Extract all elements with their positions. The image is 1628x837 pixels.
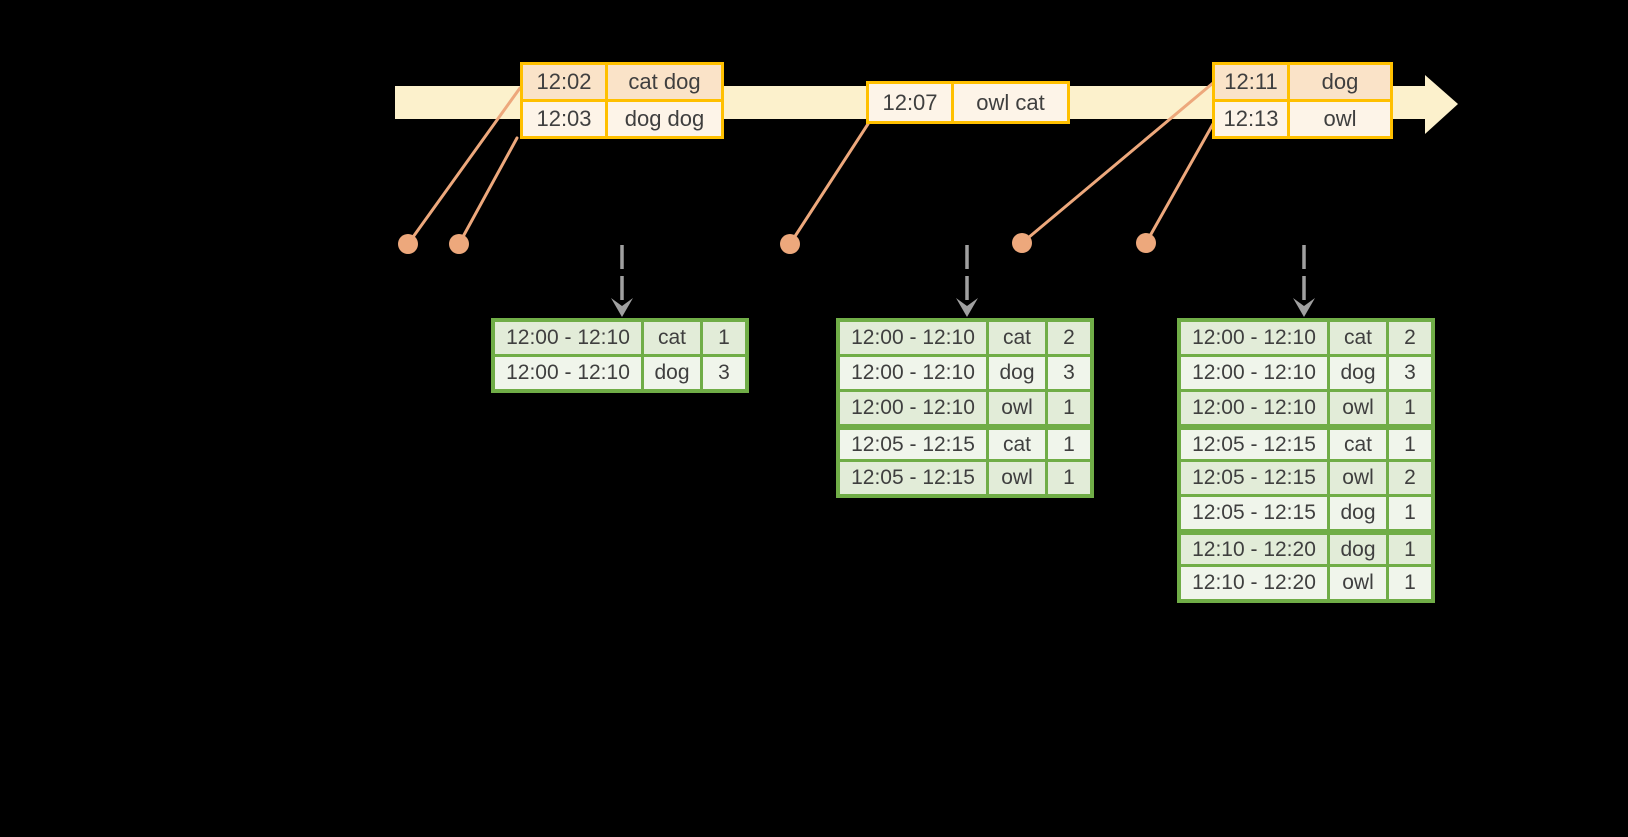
result-window-cell: 12:05 - 12:15: [1181, 462, 1327, 494]
result-count-cell: 1: [1048, 462, 1090, 494]
event-time-cell: 12:03: [523, 102, 605, 136]
event-words-cell: owl cat: [954, 84, 1067, 121]
result-word-cell: cat: [644, 322, 700, 354]
event-words-cell: owl: [1290, 102, 1390, 136]
result-window-cell: 12:05 - 12:15: [840, 462, 986, 494]
result-count-cell: 2: [1389, 322, 1431, 354]
event-marker-dot-3: [780, 234, 800, 254]
result-window-cell: 12:00 - 12:10: [1181, 392, 1327, 424]
event-time-cell: 12:02: [523, 65, 605, 99]
event-connector-line-5: [1144, 122, 1215, 245]
result-count-cell: 1: [1389, 532, 1431, 564]
result-window-cell: 12:05 - 12:15: [840, 427, 986, 459]
result-count-cell: 3: [1048, 357, 1090, 389]
result-window-cell: 12:10 - 12:20: [1181, 532, 1327, 564]
result-count-cell: 3: [1389, 357, 1431, 389]
result-word-cell: owl: [989, 462, 1045, 494]
event-connector-line-2: [457, 136, 519, 246]
result-word-cell: cat: [1330, 427, 1386, 459]
result-window-cell: 12:00 - 12:10: [495, 322, 641, 354]
result-window-cell: 12:10 - 12:20: [1181, 567, 1327, 599]
event-time-cell: 12:07: [869, 84, 951, 121]
timeline-arrowhead-icon: [1425, 75, 1458, 134]
result-count-cell: 3: [703, 357, 745, 389]
event-connector-line-3: [788, 122, 870, 246]
event-words-cell: cat dog: [608, 65, 721, 99]
trigger-arrowhead-icon-1: [611, 298, 633, 317]
result-word-cell: dog: [644, 357, 700, 389]
result-word-cell: cat: [989, 322, 1045, 354]
result-count-cell: 1: [1048, 392, 1090, 424]
result-count-cell: 2: [1048, 322, 1090, 354]
result-count-cell: 1: [1048, 427, 1090, 459]
event-words-cell: dog: [1290, 65, 1390, 99]
result-window-cell: 12:00 - 12:10: [1181, 322, 1327, 354]
result-window-cell: 12:05 - 12:15: [1181, 497, 1327, 529]
result-count-cell: 1: [1389, 427, 1431, 459]
result-count-cell: 2: [1389, 462, 1431, 494]
result-word-cell: cat: [989, 427, 1045, 459]
event-marker-dot-2: [449, 234, 469, 254]
trigger-arrowhead-icon-3: [1293, 298, 1315, 317]
result-count-cell: 1: [1389, 497, 1431, 529]
result-word-cell: dog: [989, 357, 1045, 389]
event-time-cell: 12:11: [1215, 65, 1287, 99]
event-words-cell: dog dog: [608, 102, 721, 136]
result-word-cell: cat: [1330, 322, 1386, 354]
result-word-cell: dog: [1330, 532, 1386, 564]
trigger-arrowhead-icon-2: [956, 298, 978, 317]
result-count-cell: 1: [1389, 392, 1431, 424]
event-connector-line-4: [1020, 81, 1215, 245]
event-marker-dot-5: [1136, 233, 1156, 253]
result-window-cell: 12:00 - 12:10: [495, 357, 641, 389]
event-connector-line-1: [406, 86, 522, 246]
result-word-cell: owl: [1330, 462, 1386, 494]
result-count-cell: 1: [1389, 567, 1431, 599]
result-window-cell: 12:00 - 12:10: [840, 322, 986, 354]
result-word-cell: dog: [1330, 357, 1386, 389]
result-window-cell: 12:00 - 12:10: [840, 392, 986, 424]
event-time-cell: 12:13: [1215, 102, 1287, 136]
event-marker-dot-4: [1012, 233, 1032, 253]
result-word-cell: owl: [989, 392, 1045, 424]
event-marker-dot-1: [398, 234, 418, 254]
result-window-cell: 12:00 - 12:10: [840, 357, 986, 389]
result-count-cell: 1: [703, 322, 745, 354]
result-window-cell: 12:05 - 12:15: [1181, 427, 1327, 459]
result-word-cell: owl: [1330, 392, 1386, 424]
result-window-cell: 12:00 - 12:10: [1181, 357, 1327, 389]
result-word-cell: dog: [1330, 497, 1386, 529]
result-word-cell: owl: [1330, 567, 1386, 599]
